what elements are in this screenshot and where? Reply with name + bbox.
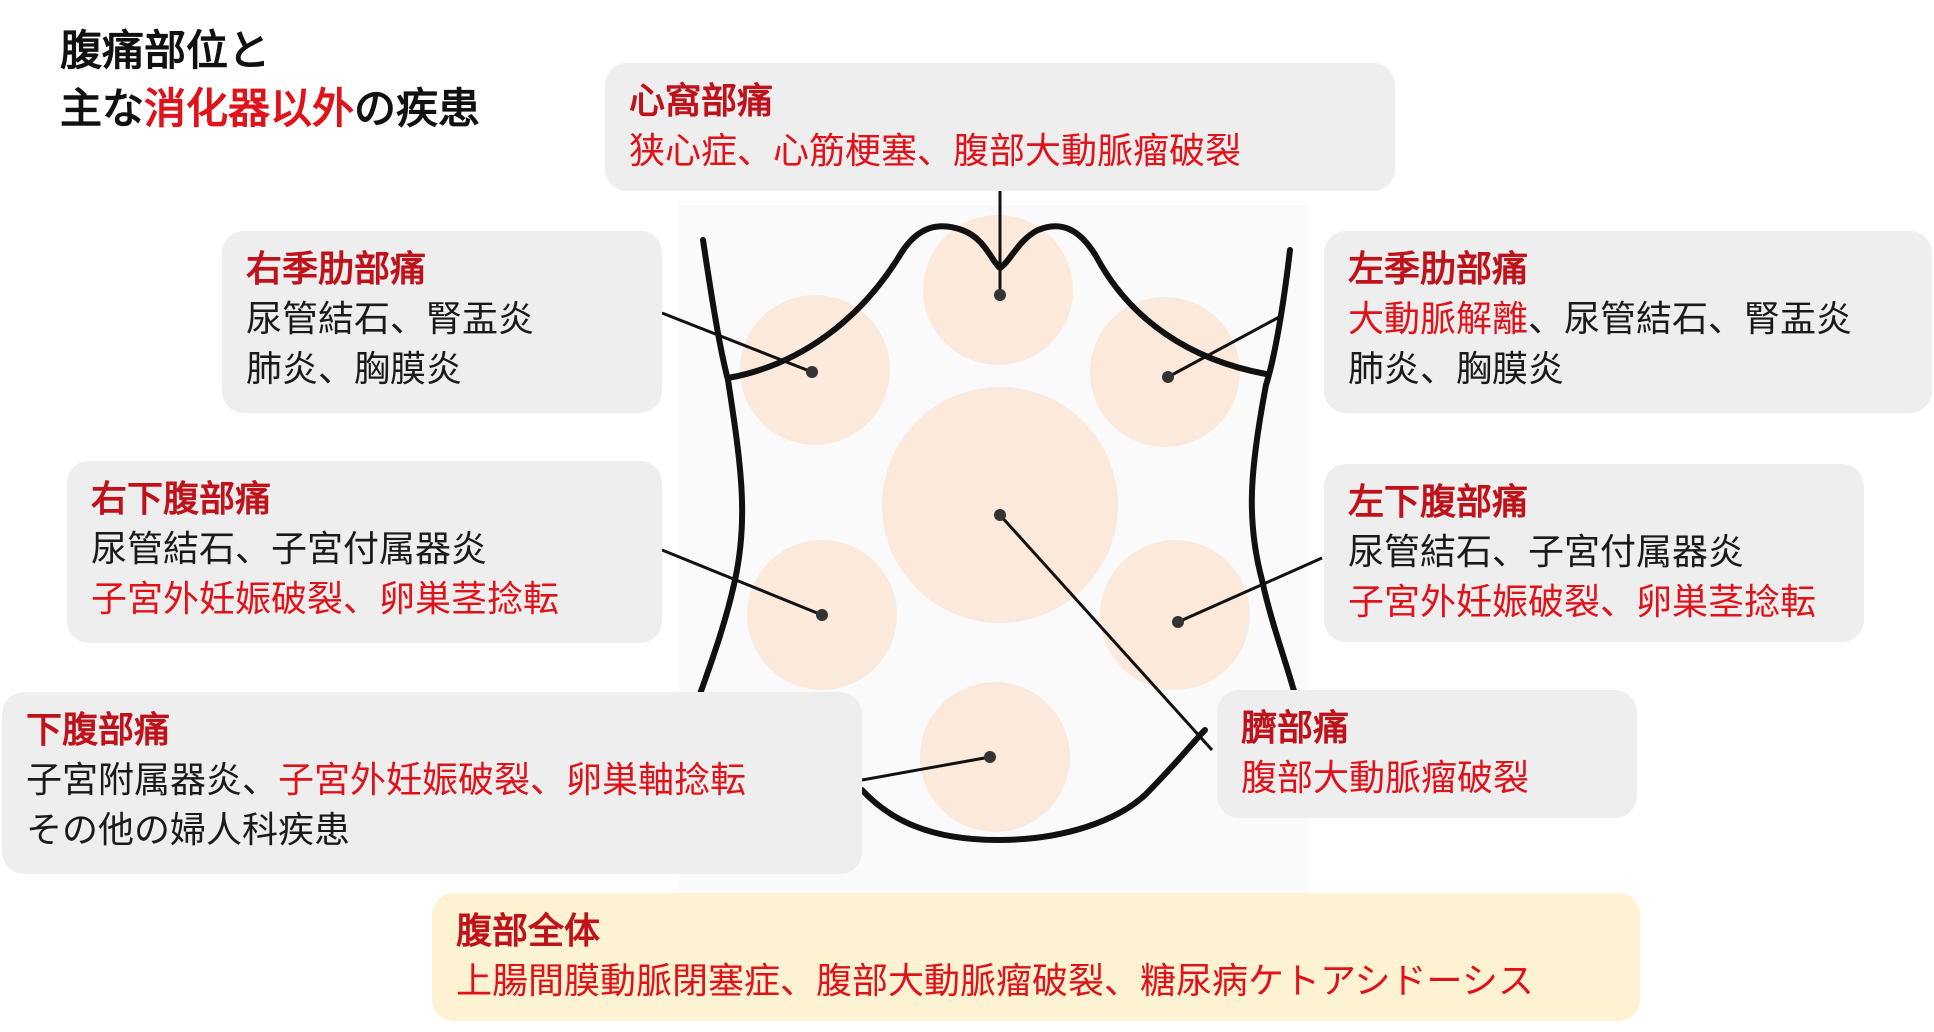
diseases-right-lower-line-1: 尿管結石、子宮付属器炎 xyxy=(91,529,488,570)
heading-umbilical: 臍部痛 xyxy=(1241,708,1350,749)
heading-left-lower: 左下腹部痛 xyxy=(1348,482,1529,523)
heading-whole-abdomen: 腹部全体 xyxy=(456,911,601,952)
diseases-epigastric: 狭心症、心筋梗塞、腹部大動脈瘤破裂 xyxy=(629,131,1242,172)
marker-left-hypochondrium xyxy=(1162,371,1174,383)
diseases-hypogastric-red: 子宮外妊娠破裂、卵巣軸捻転 xyxy=(278,760,747,801)
connector-hypogastric xyxy=(861,755,991,782)
diseases-right-hypochondrium-line-1: 尿管結石、腎盂炎 xyxy=(246,299,535,340)
title-line-2-suffix: の疾患 xyxy=(354,84,481,133)
marker-right-lower xyxy=(816,609,828,621)
connector-right-hypochondrium xyxy=(661,311,813,374)
heading-right-lower: 右下腹部痛 xyxy=(91,479,272,520)
box-hypogastric: 下腹部痛 子宮附属器炎、子宮外妊娠破裂、卵巣軸捻転 その他の婦人科疾患 xyxy=(2,692,862,874)
box-left-lower: 左下腹部痛 尿管結石、子宮付属器炎 子宮外妊娠破裂、卵巣茎捻転 xyxy=(1324,464,1864,642)
diseases-left-lower-line-1: 尿管結石、子宮付属器炎 xyxy=(1348,532,1745,573)
region-circle-umbilical xyxy=(882,387,1118,623)
diseases-left-hypochondrium-line-2: 肺炎、胸膜炎 xyxy=(1348,349,1565,390)
diseases-left-hypochondrium-black: 、尿管結石、腎盂炎 xyxy=(1528,299,1853,340)
marker-left-lower xyxy=(1172,616,1184,628)
connector-right-lower xyxy=(661,548,823,617)
diseases-left-lower-line-2: 子宮外妊娠破裂、卵巣茎捻転 xyxy=(1348,582,1817,623)
box-whole-abdomen: 腹部全体 上腸間膜動脈閉塞症、腹部大動脈瘤破裂、糖尿病ケトアシドーシス xyxy=(432,893,1640,1021)
marker-umbilical xyxy=(994,509,1006,521)
heading-hypogastric: 下腹部痛 xyxy=(26,710,171,751)
box-right-lower: 右下腹部痛 尿管結石、子宮付属器炎 子宮外妊娠破裂、卵巣茎捻転 xyxy=(67,461,662,643)
title-line-2-prefix: 主な xyxy=(60,84,145,133)
diseases-umbilical: 腹部大動脈瘤破裂 xyxy=(1241,758,1530,799)
marker-hypogastric xyxy=(984,751,996,763)
box-epigastric: 心窩部痛 狭心症、心筋梗塞、腹部大動脈瘤破裂 xyxy=(605,63,1395,191)
title-line-2-highlight: 消化器以外 xyxy=(144,84,355,133)
diseases-hypogastric-line-2: その他の婦人科疾患 xyxy=(26,810,351,851)
region-circle-left-lower xyxy=(1100,540,1250,690)
box-umbilical: 臍部痛 腹部大動脈瘤破裂 xyxy=(1217,690,1637,818)
heading-epigastric: 心窩部痛 xyxy=(629,81,774,122)
marker-right-hypochondrium xyxy=(806,366,818,378)
connector-umbilical xyxy=(998,513,1214,752)
diseases-hypogastric-line-1: 子宮附属器炎、子宮外妊娠破裂、卵巣軸捻転 xyxy=(26,756,838,806)
diseases-right-lower-line-2: 子宮外妊娠破裂、卵巣茎捻転 xyxy=(91,579,560,620)
connector-left-hypochondrium xyxy=(1167,313,1284,379)
title-line-2: 主な消化器以外の疾患 xyxy=(60,80,480,138)
box-right-hypochondrium: 右季肋部痛 尿管結石、腎盂炎 肺炎、胸膜炎 xyxy=(222,231,662,413)
torso-outline-hips xyxy=(859,727,1208,844)
box-left-hypochondrium: 左季肋部痛 大動脈解離、尿管結石、腎盂炎 肺炎、胸膜炎 xyxy=(1324,231,1932,413)
diseases-right-hypochondrium-line-2: 肺炎、胸膜炎 xyxy=(246,349,463,390)
diseases-left-hypochondrium-red: 大動脈解離 xyxy=(1348,299,1529,340)
marker-epigastric xyxy=(994,289,1006,301)
diseases-hypogastric-black: 子宮附属器炎、 xyxy=(26,760,279,801)
connector-left-lower xyxy=(1177,556,1323,624)
heading-right-hypochondrium: 右季肋部痛 xyxy=(246,249,427,290)
diseases-whole-abdomen: 上腸間膜動脈閉塞症、腹部大動脈瘤破裂、糖尿病ケトアシドーシス xyxy=(456,961,1534,1002)
heading-left-hypochondrium: 左季肋部痛 xyxy=(1348,249,1529,290)
diseases-left-hypochondrium-line-1: 大動脈解離、尿管結石、腎盂炎 xyxy=(1348,295,1908,345)
title-line-1: 腹痛部位と xyxy=(60,26,271,75)
diagram-title: 腹痛部位と 主な消化器以外の疾患 xyxy=(60,22,480,138)
